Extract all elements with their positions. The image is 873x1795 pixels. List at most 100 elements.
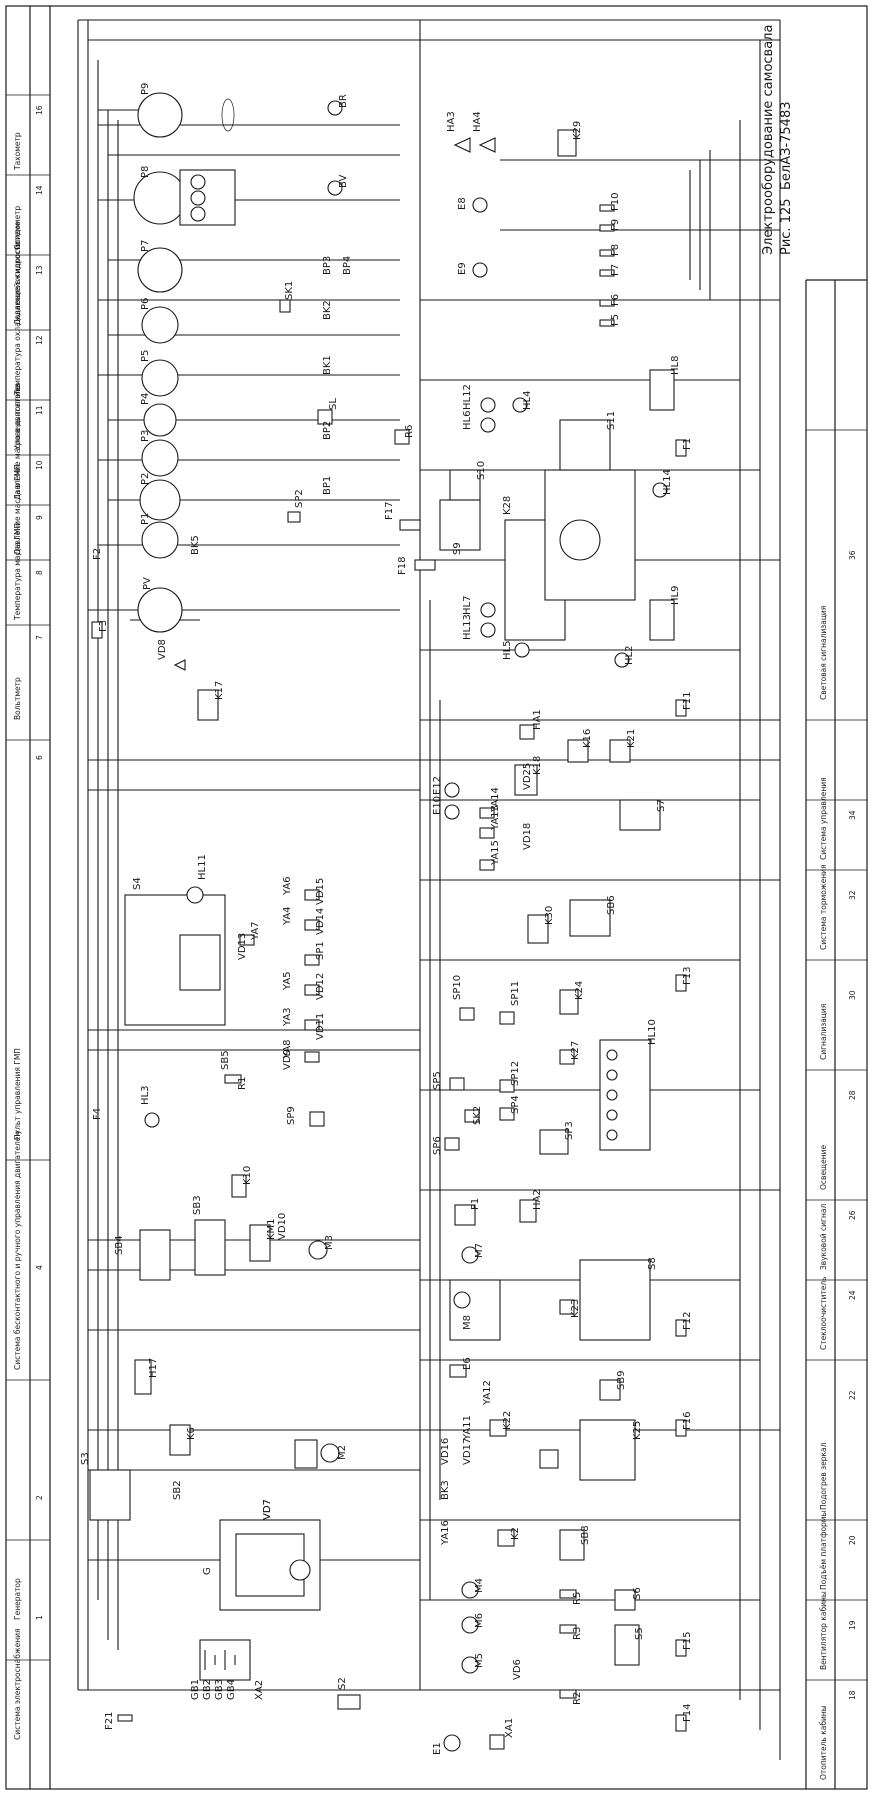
section-label: Звуковой сигнал: [819, 1204, 828, 1270]
gauge-p2: [139, 479, 181, 521]
designator-k28: K28: [502, 496, 513, 515]
lamp-hl4: [512, 397, 528, 413]
relay-k23: [559, 1299, 575, 1315]
section-number: 19: [848, 1620, 857, 1630]
designator-s4: S4: [132, 877, 143, 890]
fuse-designator-f4: F4: [92, 1108, 103, 1120]
designator-xa1: XA1: [504, 1718, 515, 1738]
designator-m2: M2: [337, 1445, 348, 1460]
fuse-designator-f3: F3: [98, 620, 109, 632]
branch-wires: [78, 109, 780, 1691]
designator-s9: S9: [452, 542, 463, 555]
fuse-f1: [454, 1204, 476, 1226]
valve-ya5: [304, 984, 320, 996]
section-number: 34: [848, 810, 857, 820]
designator-k17: K17: [214, 681, 225, 700]
designator-ha4: HA4: [472, 111, 483, 132]
fuse-block: [675, 1419, 687, 1437]
switch-sp2: [287, 511, 301, 523]
designator-f9: F9: [610, 219, 621, 231]
fuse-designator-f13: F13: [682, 967, 693, 985]
designator-s3: S3: [80, 1452, 91, 1465]
switch-sp10: [459, 1007, 475, 1021]
designator-sb2: SB2: [172, 1480, 183, 1500]
designator-ya6: YA6: [282, 876, 293, 896]
fuse-block: [675, 1714, 687, 1732]
designator-p9: P9: [140, 83, 151, 95]
designator-ha1: HA1: [532, 709, 543, 730]
designator-xa2: XA2: [254, 1680, 265, 1700]
section-label: Тахометр: [13, 132, 22, 171]
designator-r5: R5: [572, 1592, 583, 1605]
designator-bv: BV: [338, 174, 349, 188]
relay-k21: [609, 739, 631, 763]
section-number: 18: [848, 1690, 857, 1700]
designator-ya15: YA15: [490, 840, 501, 866]
section-label: Сигнализация: [819, 1004, 828, 1060]
fuse-designator-f11: F11: [682, 692, 693, 710]
designator-vd9: VD9: [282, 1049, 293, 1070]
designator-sb4: SB4: [114, 1235, 125, 1255]
fuse-blocks: [91, 439, 687, 1732]
lamp-hl6: [480, 417, 496, 433]
top-strip-labels: Система электроснабжения 1 Генератор 2 С…: [13, 105, 44, 1740]
section-number: 26: [848, 1210, 857, 1220]
designator-vd10: VD10: [277, 1213, 288, 1240]
designator-m8: M8: [462, 1315, 473, 1330]
designator-f1: F1: [470, 1198, 481, 1210]
lamp-e8: [472, 197, 488, 213]
relay-k22: [489, 1419, 507, 1437]
bottom-strip-dividers: [806, 429, 867, 1681]
designator-f8: F8: [610, 244, 621, 256]
designator-s7: S7: [656, 799, 667, 812]
fuse-designator-f12: F12: [682, 1312, 693, 1330]
lamp-hl2: [614, 652, 630, 668]
fuse-f8: [599, 249, 615, 257]
title-caption: Рис. 125 Электрооборудование самосвала Б…: [761, 25, 794, 255]
designator-sp1: SP1: [315, 941, 326, 960]
section-number: 9: [35, 515, 44, 520]
designator-sp11: SP11: [510, 981, 521, 1006]
switch-s11: [559, 419, 611, 471]
designator-ha3: HA3: [446, 111, 457, 132]
motor-m7: [461, 1246, 479, 1264]
switch-xa1: [489, 1734, 505, 1750]
resistor-r2: [559, 1689, 577, 1699]
designator-hl8: HL8: [670, 356, 681, 375]
section-number: 2: [35, 1495, 44, 1500]
designator-vd6: VD6: [512, 1659, 523, 1680]
designator-k24: K24: [574, 981, 585, 1000]
designator-sb3: SB3: [192, 1195, 203, 1215]
section-label: Давление масла в двигателе: [13, 384, 22, 500]
designator-vd18: VD18: [522, 823, 533, 850]
designator-hl7: HL7: [462, 596, 473, 615]
section-number: 11: [35, 405, 44, 415]
lamp-hl14: [652, 482, 668, 498]
fuse-block: [675, 1319, 687, 1337]
gauge-p5: [141, 359, 179, 397]
designator-bp1: BP1: [322, 476, 333, 495]
designator-vd15: VD15: [315, 878, 326, 905]
gauge-p1: [141, 521, 179, 559]
section-label: Система электроснабжения: [13, 1628, 22, 1740]
designator-e6: E6: [462, 1357, 473, 1370]
designator-hl9: HL9: [670, 586, 681, 605]
designator-ya13: YA13: [490, 805, 501, 831]
section-label: Стеклоочиститель: [819, 1276, 828, 1350]
designator-bp3: BP3: [322, 256, 333, 275]
designator-k16: K16: [582, 729, 593, 748]
designator-r1: R1: [237, 1077, 248, 1090]
motor-m8-block: [449, 1279, 501, 1341]
drawing-frame: [5, 5, 868, 1790]
section-label: Световая сигнализация: [819, 606, 828, 700]
designator-bp2: BP2: [322, 421, 333, 440]
switch-sp3: [539, 1129, 569, 1155]
section-number: 13: [35, 265, 44, 275]
fuse-block: [675, 699, 687, 717]
designator-hl6: HL6: [462, 411, 473, 430]
designator-k18: K18: [532, 756, 543, 775]
designator-sp2: SP2: [294, 489, 305, 508]
designator-f17: F17: [384, 502, 395, 520]
designator-ya5: YA5: [282, 971, 293, 991]
